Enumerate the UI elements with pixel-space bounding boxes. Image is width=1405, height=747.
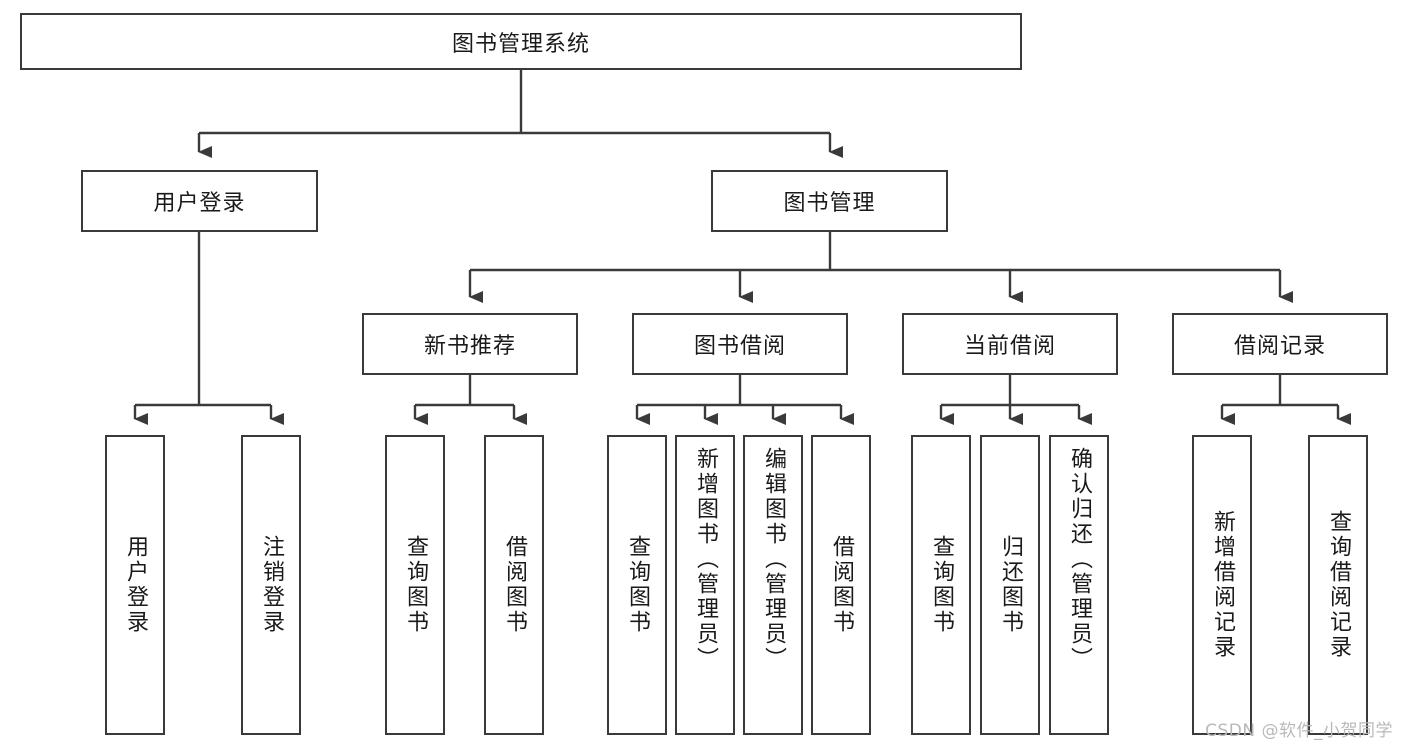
leaf-query-borrow-record[interactable]: 查询借阅记录	[1308, 435, 1368, 735]
leaf-add-book-admin[interactable]: 新增图书（管理员）	[675, 435, 735, 735]
leaf-borrow-book[interactable]: 借阅图书	[811, 435, 871, 735]
leaf-user-login[interactable]: 用户登录	[105, 435, 165, 735]
edges-currentborrow-to-leaves	[939, 375, 1092, 425]
edges-root-to-level2	[197, 70, 843, 158]
leaf-return-book[interactable]: 归还图书	[980, 435, 1040, 735]
node-new-book-recommend[interactable]: 新书推荐	[362, 313, 578, 375]
leaf-logout-login[interactable]: 注销登录	[241, 435, 301, 735]
edges-borrowrecord-to-leaves	[1220, 375, 1351, 425]
edges-newbook-to-leaves	[413, 375, 527, 425]
node-book-borrow[interactable]: 图书借阅	[632, 313, 848, 375]
node-book-management[interactable]: 图书管理	[711, 170, 948, 232]
node-root-system[interactable]: 图书管理系统	[20, 13, 1022, 70]
node-borrow-record[interactable]: 借阅记录	[1172, 313, 1388, 375]
node-current-borrow[interactable]: 当前借阅	[902, 313, 1118, 375]
leaf-add-borrow-record[interactable]: 新增借阅记录	[1192, 435, 1252, 735]
leaf-edit-book-admin[interactable]: 编辑图书（管理员）	[743, 435, 803, 735]
leaf-query-book-borrow[interactable]: 查询图书	[607, 435, 667, 735]
edges-bookborrow-to-leaves	[635, 375, 854, 425]
edges-userlogin-to-leaves	[133, 232, 284, 425]
edges-bookmgmt-to-level3	[468, 232, 1293, 303]
leaf-confirm-return-admin[interactable]: 确认归还（管理员）	[1049, 435, 1109, 735]
leaf-query-book-newbook[interactable]: 查询图书	[385, 435, 445, 735]
leaf-query-book-current[interactable]: 查询图书	[911, 435, 971, 735]
leaf-borrow-book-newbook[interactable]: 借阅图书	[484, 435, 544, 735]
node-user-login[interactable]: 用户登录	[81, 170, 318, 232]
